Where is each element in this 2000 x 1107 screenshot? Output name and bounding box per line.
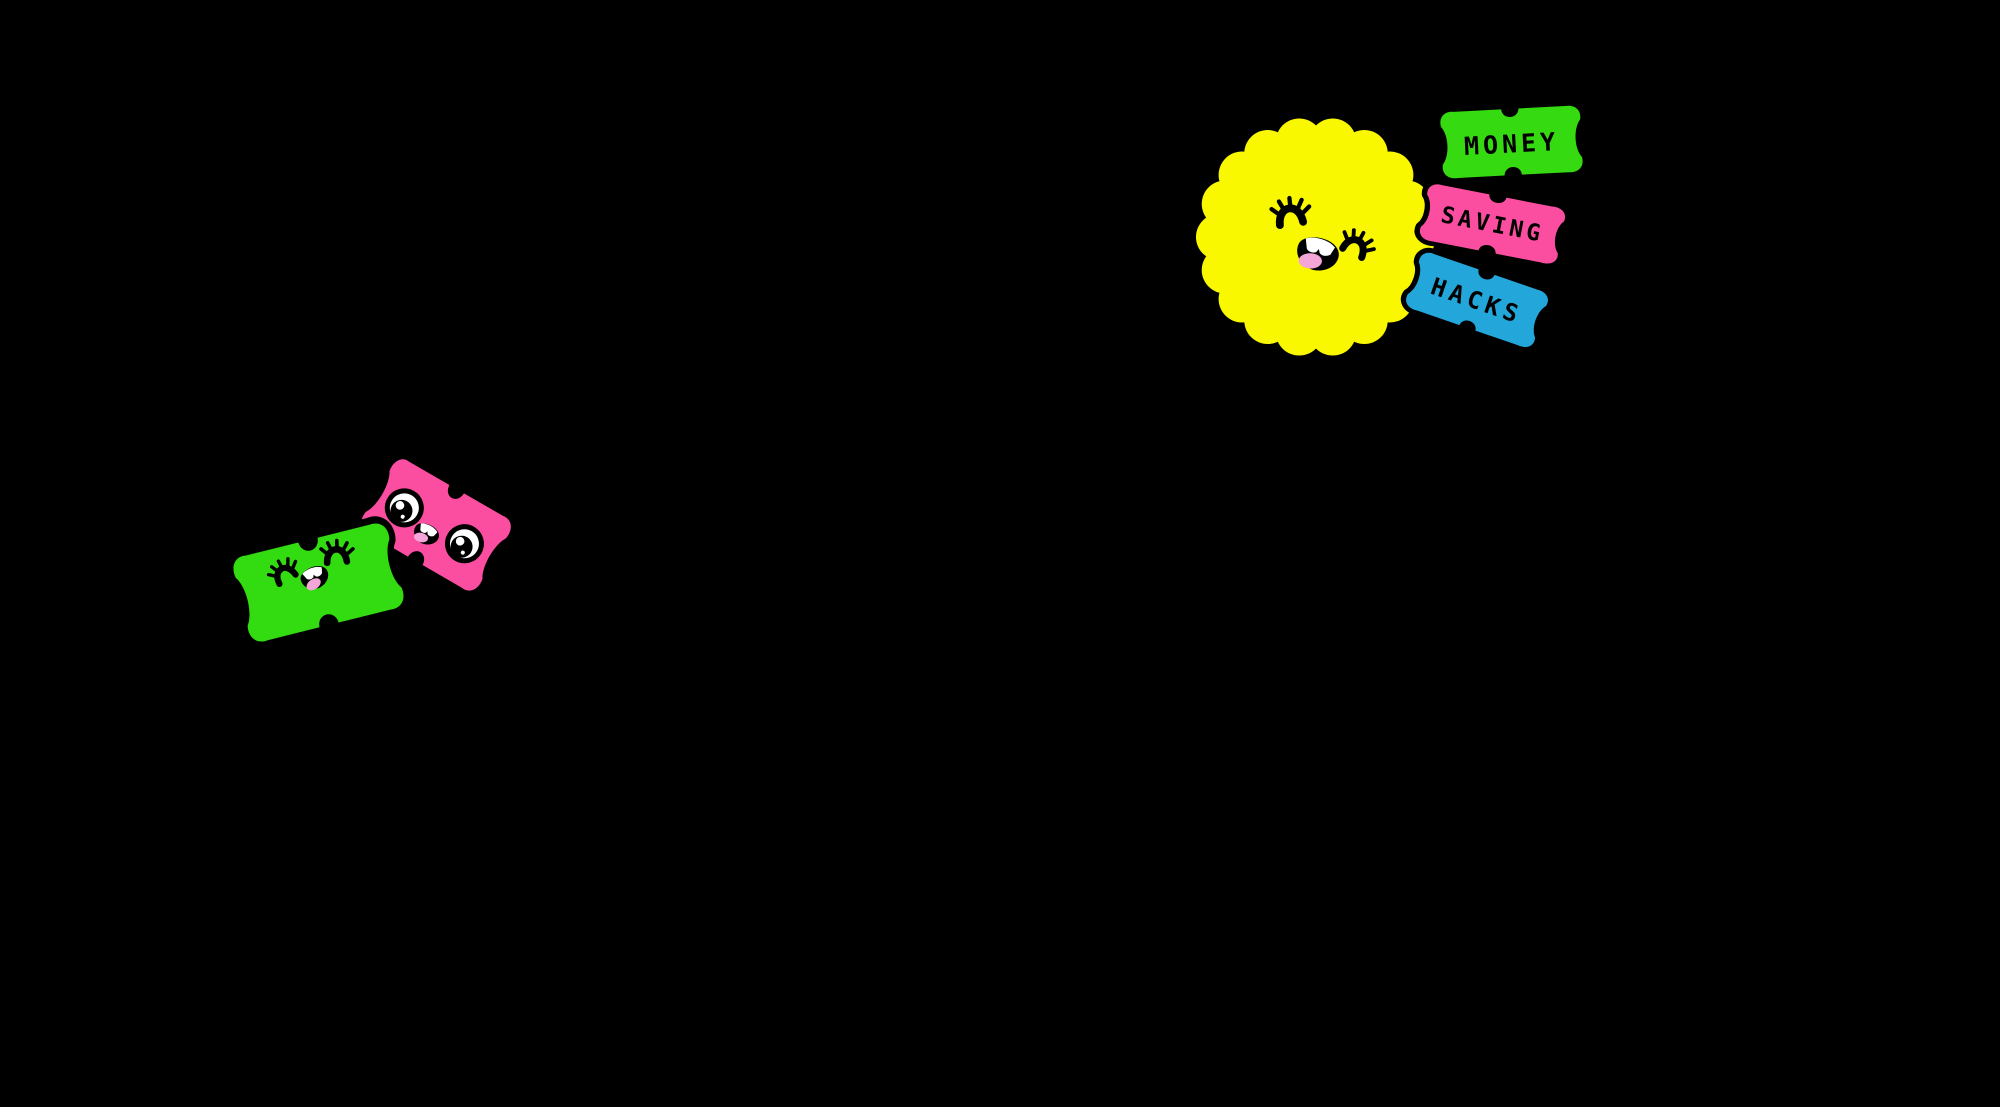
green-price-tag-character [227, 516, 410, 648]
saving-tag: SAVING [1415, 180, 1569, 269]
money-tag-label: MONEY [1463, 127, 1560, 161]
flower-character [1195, 116, 1437, 358]
hacks-tag: HACKS [1400, 247, 1553, 353]
flower-petals [1195, 118, 1437, 356]
money-tag: MONEY [1437, 102, 1586, 181]
